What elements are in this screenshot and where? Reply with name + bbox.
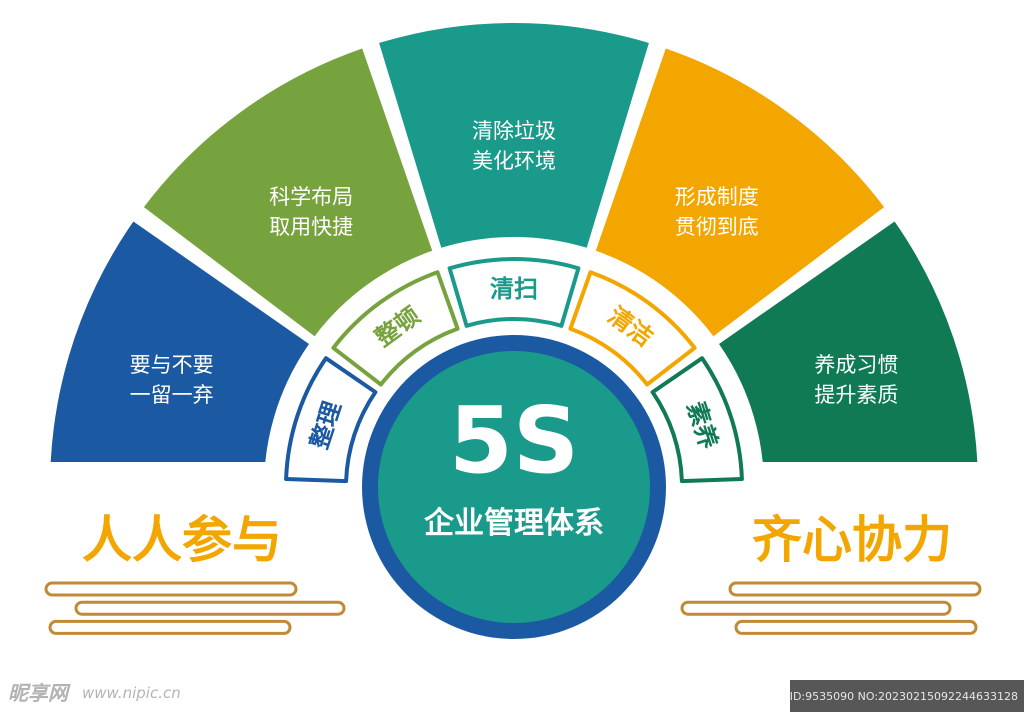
segment-seiton	[143, 48, 433, 337]
label-box-seiketsu	[568, 270, 697, 387]
watermark-url: www.nipic.cn	[82, 684, 181, 702]
segment-seiri-line-2: 一留一弃	[130, 383, 214, 407]
cloud-stripe	[48, 619, 292, 635]
center-fill	[378, 351, 650, 623]
label-box-shitsuke	[650, 356, 744, 484]
segment-seiketsu-line-1: 形成制度	[675, 185, 759, 209]
label-seiso: 清扫	[490, 275, 538, 303]
slogan-right: 齐心协力	[752, 511, 952, 569]
segment-seiton-line-1: 科学布局	[269, 185, 353, 209]
segment-seiri-line-1: 要与不要	[130, 353, 214, 377]
label-box-seiton	[331, 270, 460, 387]
center-subtitle: 企业管理体系	[424, 506, 604, 541]
segment-seiso-line-1: 清除垃圾	[472, 119, 556, 143]
segment-shitsuke	[719, 221, 978, 462]
cloud-stripe	[74, 600, 346, 616]
watermark-id-bar	[790, 680, 1024, 712]
segment-seiton-line-2: 取用快捷	[269, 215, 353, 239]
cloud-stripe	[728, 581, 982, 597]
watermark-logo: 昵享网	[8, 681, 71, 705]
segment-seiketsu-line-2: 贯彻到底	[675, 215, 759, 239]
watermark: 昵享网 www.nipic.cn ID:9535090 NO:202302150…	[8, 680, 1024, 712]
cloud-stripe	[680, 600, 952, 616]
label-box-seiso	[447, 257, 581, 328]
cloud-stripe	[44, 581, 298, 597]
cloud-ornament-right	[680, 581, 982, 635]
segment-seiri	[50, 221, 309, 462]
center-circle: 5S 企业管理体系	[362, 335, 666, 639]
segment-shitsuke-line-1: 养成习惯	[814, 353, 898, 377]
label-box-seiri	[284, 356, 378, 484]
segment-seiso-line-2: 美化环境	[472, 149, 556, 173]
segment-shitsuke-line-2: 提升素质	[814, 383, 898, 407]
cloud-stripe	[734, 619, 978, 635]
cloud-ornament-left	[44, 581, 346, 635]
center-title: 5S	[449, 387, 579, 494]
segment-seiketsu	[595, 48, 885, 337]
segment-seiso	[379, 22, 649, 248]
watermark-id: ID:9535090 NO:20230215092244633128	[790, 690, 1018, 703]
slogan-left: 人人参与	[82, 511, 282, 569]
